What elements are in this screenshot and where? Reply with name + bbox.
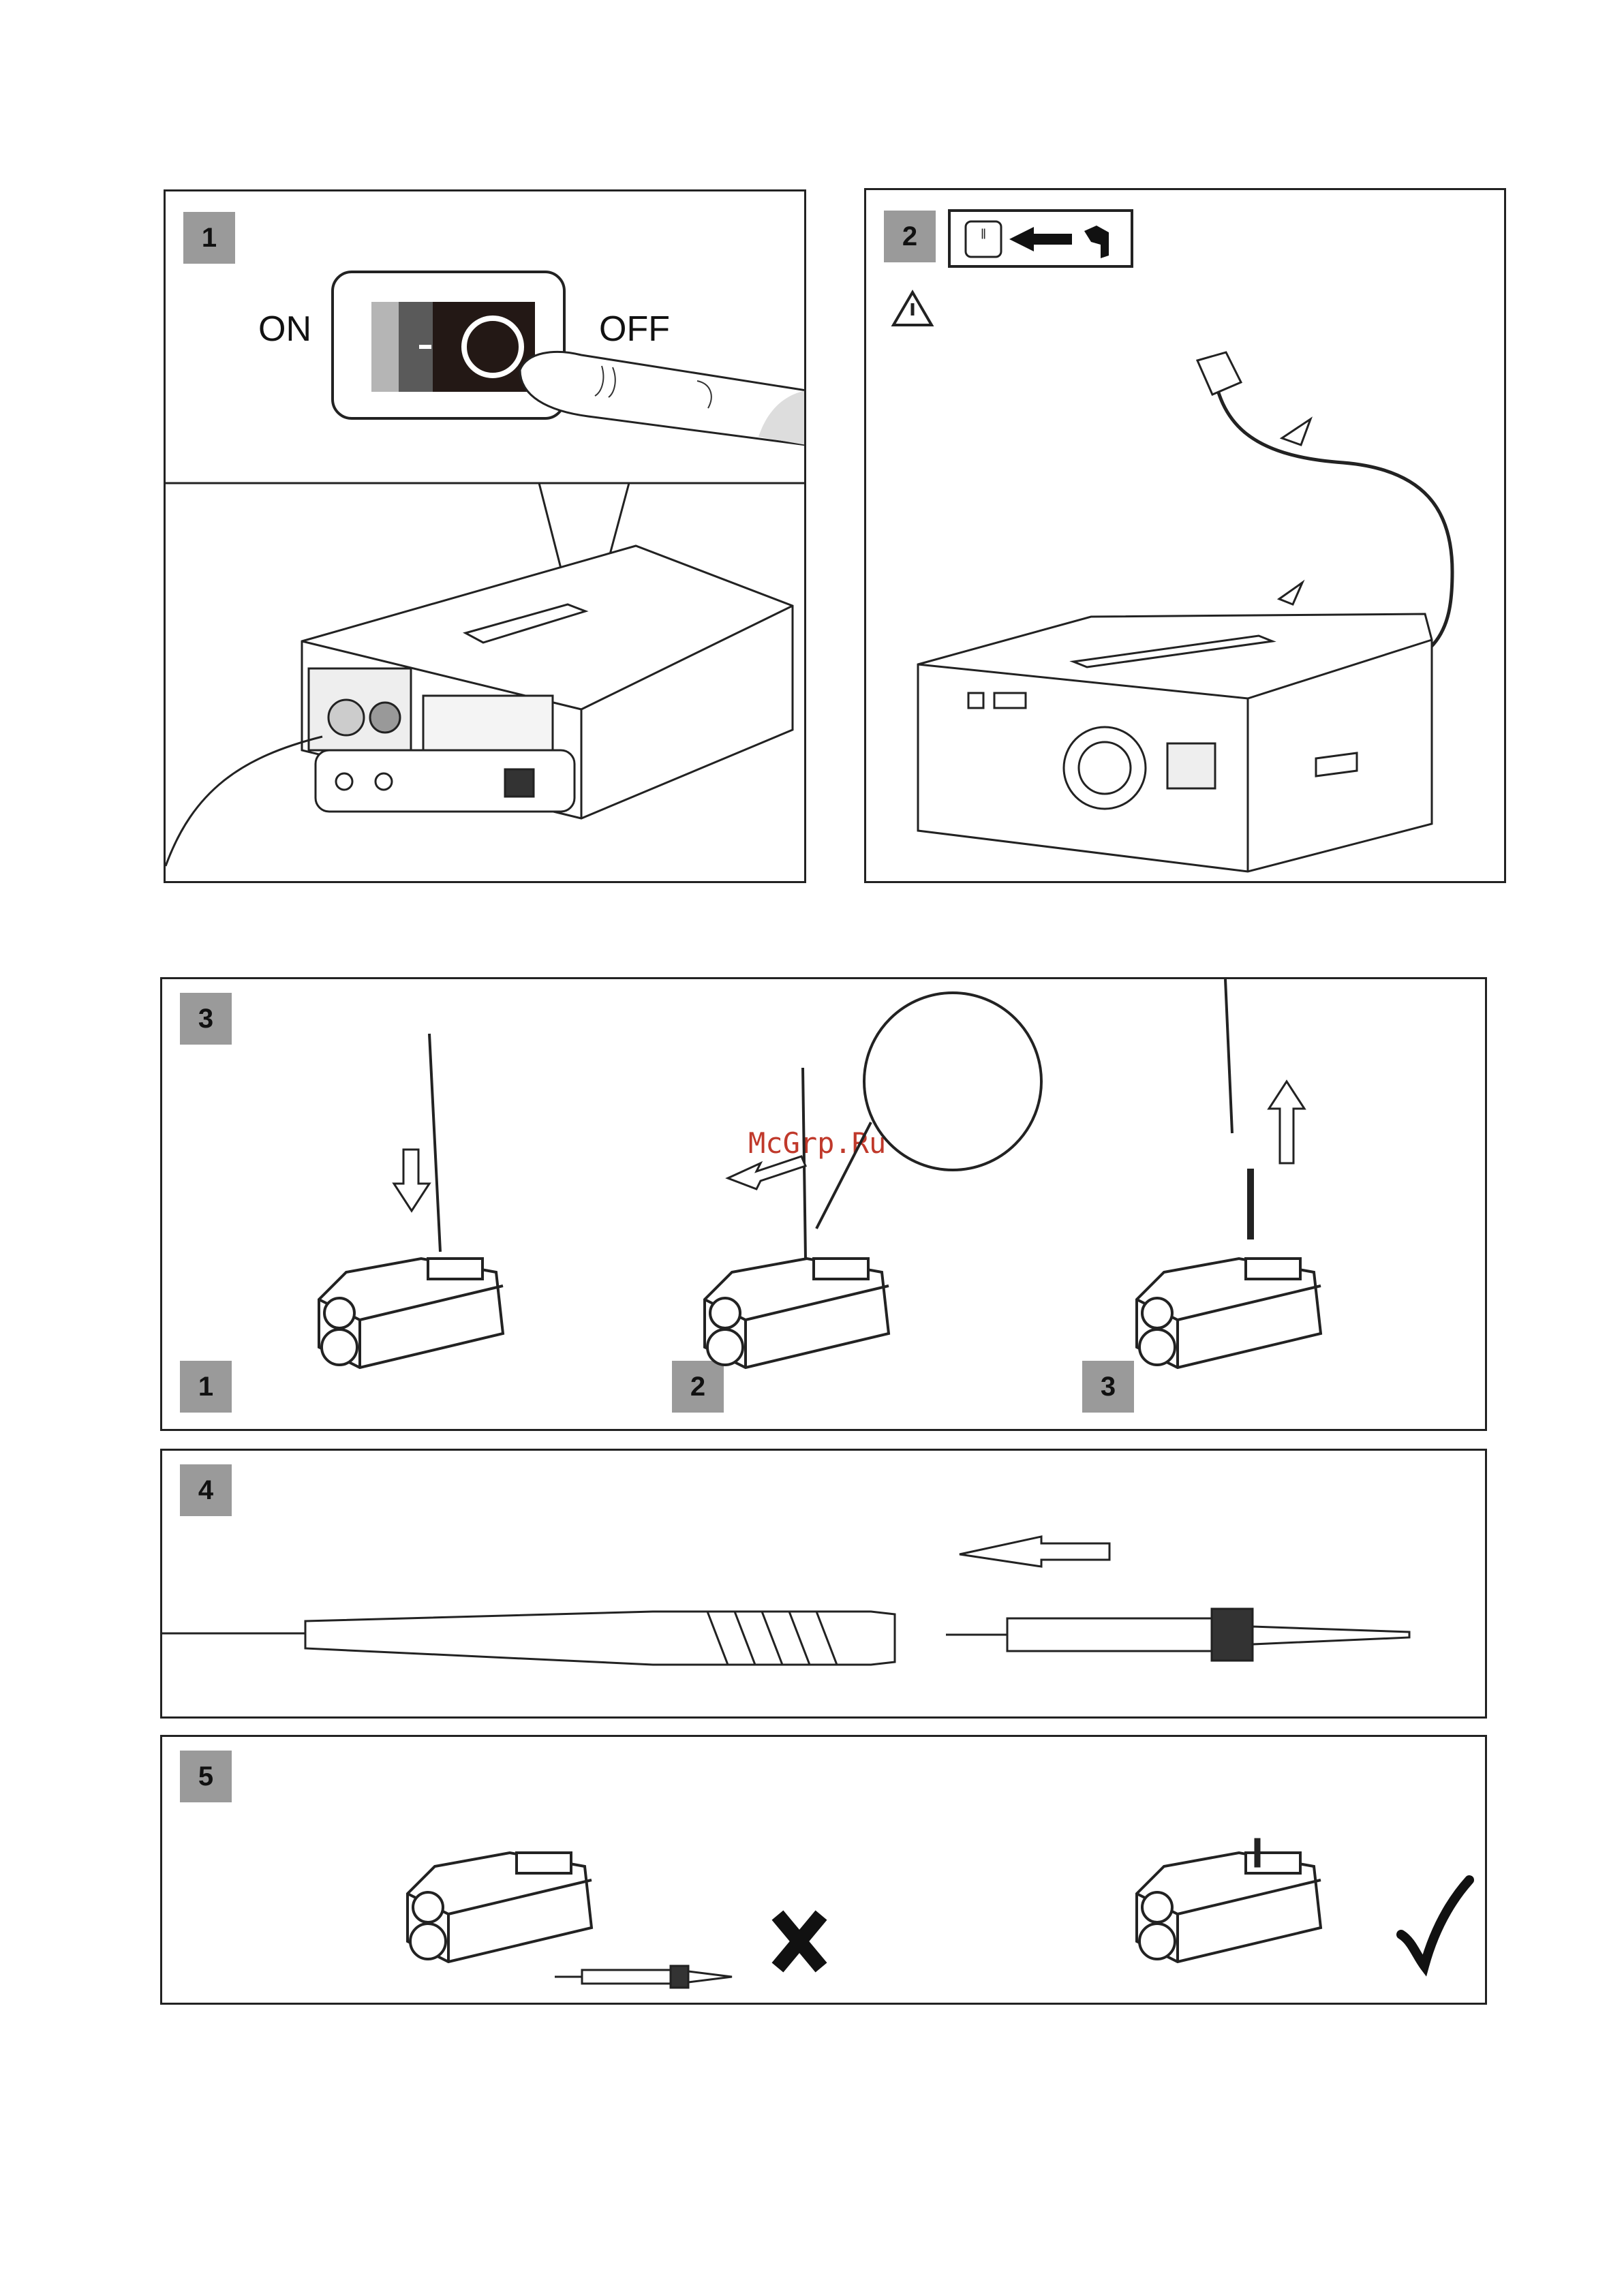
power-socket-icon: ǁ bbox=[966, 221, 1001, 257]
panel-1: 1 ON OFF bbox=[164, 189, 806, 883]
soldering-iron-handle-icon bbox=[162, 1612, 895, 1665]
power-connection-illustration: ǁ bbox=[866, 190, 1506, 883]
iron-stand-steps-illustration bbox=[162, 979, 1487, 1431]
soldering-iron-icon bbox=[946, 1609, 1409, 1661]
panel-4: 4 bbox=[160, 1449, 1487, 1719]
soldering-iron-stand-icon bbox=[319, 1259, 1321, 1368]
correct-storage-illustration bbox=[162, 1737, 1487, 2005]
soldering-iron-stand-icon bbox=[408, 1853, 1321, 1962]
soldering-station-icon bbox=[302, 546, 793, 818]
arrow-icon bbox=[960, 1537, 1109, 1567]
warning-icon bbox=[893, 292, 932, 325]
panel-5: 5 bbox=[160, 1735, 1487, 2005]
power-switch-illustration bbox=[166, 191, 806, 883]
panel-2: 2 ǁ bbox=[864, 188, 1506, 883]
soldering-iron-icon bbox=[429, 979, 1253, 1259]
iron-insertion-illustration bbox=[162, 1451, 1487, 1719]
panel-3: 3 1 2 3 McGrp.Ru bbox=[160, 977, 1487, 1431]
check-mark-icon bbox=[1401, 1880, 1469, 1966]
cross-mark-icon bbox=[782, 1921, 816, 1962]
svg-text:ǁ: ǁ bbox=[981, 226, 986, 239]
